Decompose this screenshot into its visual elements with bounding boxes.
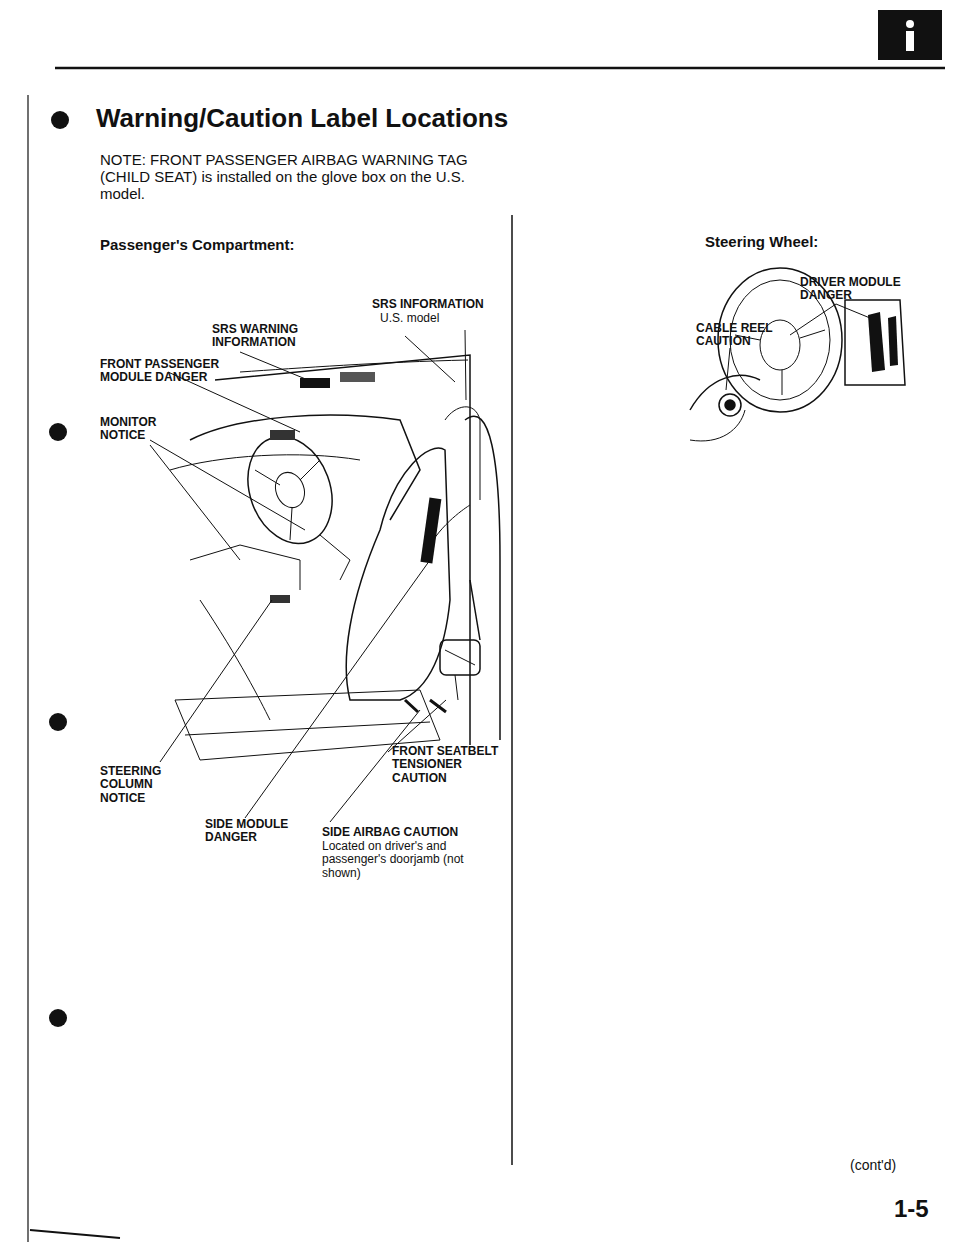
label-name: MONITOR NOTICE (100, 416, 185, 443)
label-name: CABLE REEL CAUTION (696, 322, 791, 349)
label-name: SRS WARNING INFORMATION (212, 323, 337, 350)
label-name: DRIVER MODULE DANGER (800, 276, 940, 303)
label-note: Located on driver's and passenger's door… (322, 840, 472, 880)
page-number: 1-5 (894, 1196, 929, 1223)
continued-note: (cont'd) (850, 1158, 896, 1174)
section-heading: Steering Wheel: (705, 234, 818, 251)
page-title: Warning/Caution Label Locations (96, 104, 508, 133)
label-name: SIDE AIRBAG CAUTION (322, 826, 458, 839)
label-name: FRONT SEATBELT TENSIONER CAUTION (392, 745, 502, 785)
section-heading: Passenger's Compartment: (100, 237, 294, 254)
label-name: SIDE MODULE DANGER (205, 818, 300, 845)
label-name: SRS INFORMATION (372, 298, 484, 311)
label-note: U.S. model (380, 312, 439, 325)
label-name: STEERING COLUMN NOTICE (100, 765, 185, 805)
note-text: NOTE: FRONT PASSENGER AIRBAG WARNING TAG… (100, 152, 500, 202)
label-name: FRONT PASSENGER MODULE DANGER (100, 358, 235, 385)
